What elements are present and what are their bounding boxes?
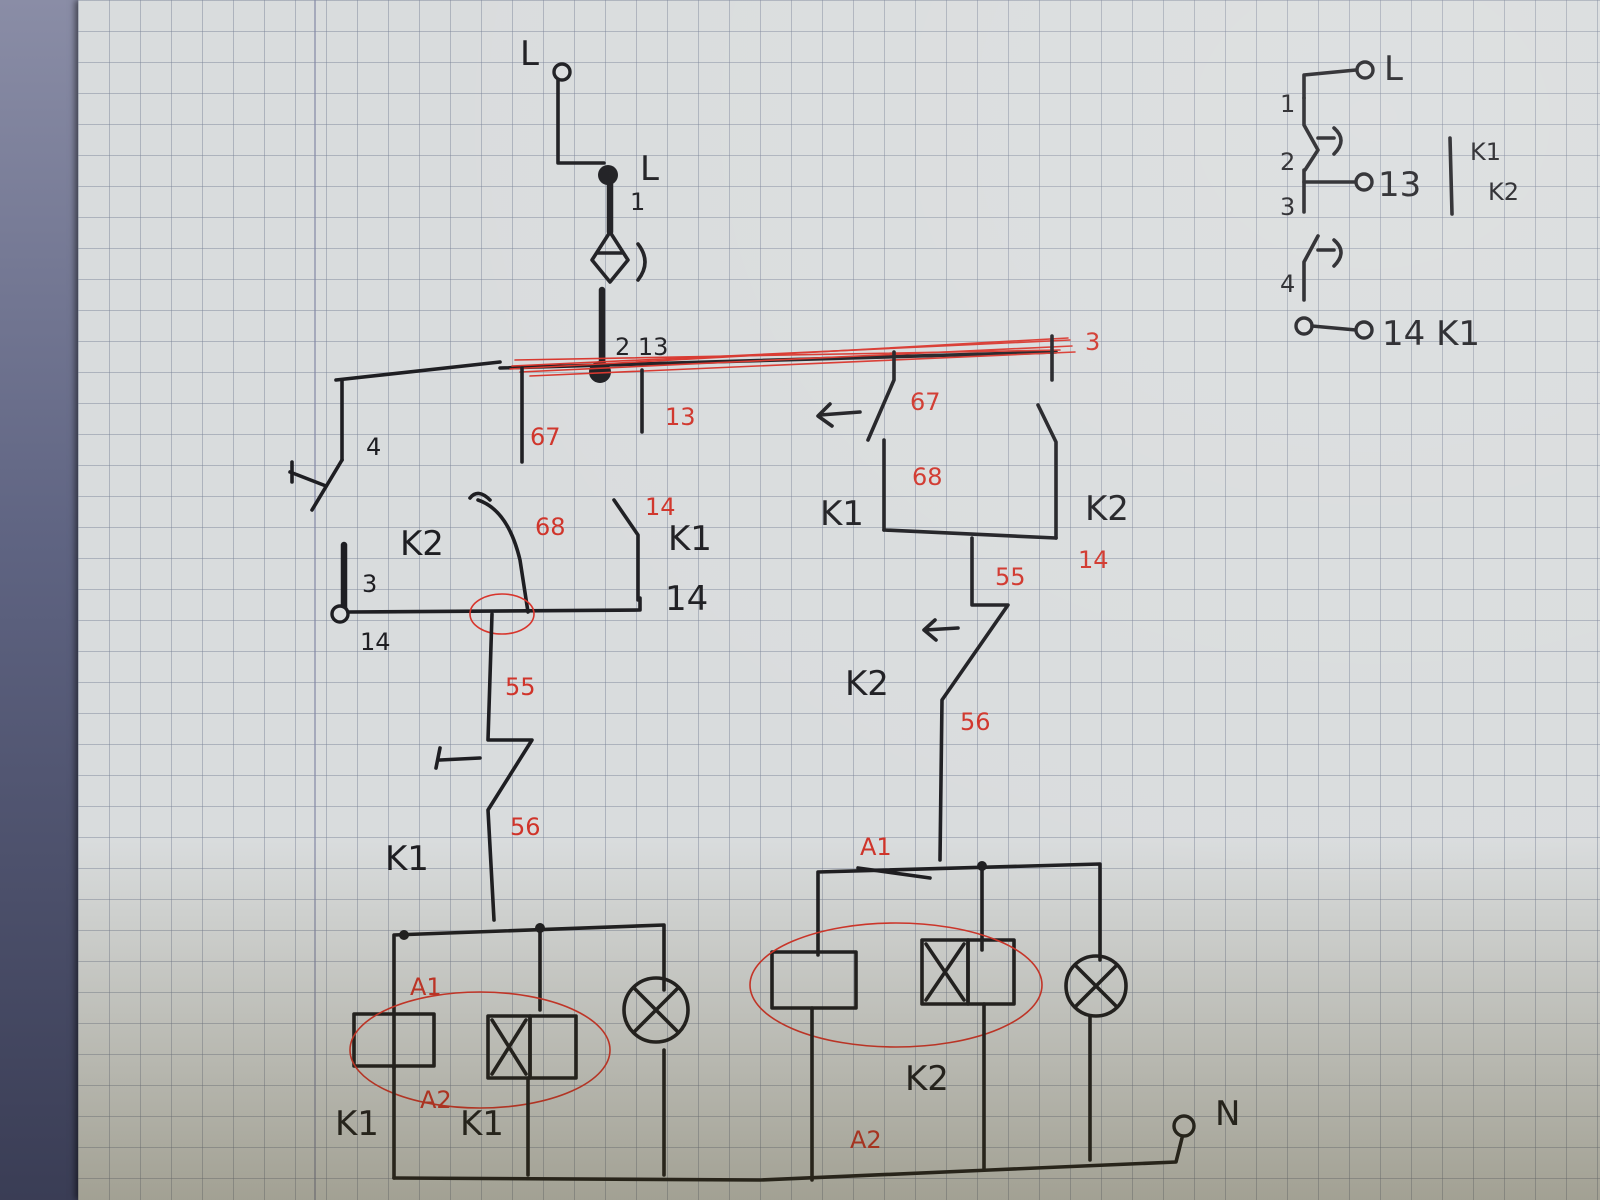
right-contacts: 67 68 K1 K2 14 — [816, 350, 1129, 574]
right-coils-highlight — [749, 922, 1043, 1048]
label-a2-right: A2 — [850, 1126, 882, 1154]
label-56-left: 56 — [510, 813, 541, 841]
inset-label-L: L — [1384, 49, 1403, 89]
supply-line: L L 1 2 13 — [520, 34, 668, 383]
label-67-left: 67 — [530, 423, 561, 451]
k1-nc-contact-right — [866, 350, 896, 442]
label-67-right: 67 — [910, 388, 941, 416]
label-68-right: 68 — [912, 463, 943, 491]
inset-label-4: 4 — [1280, 270, 1295, 298]
label-L-top: L — [520, 34, 539, 74]
label-fuse-1: 1 — [630, 188, 645, 216]
lamp-left — [622, 976, 690, 1044]
k2-coil-right — [770, 950, 858, 1010]
left-k1-55-56: 55 56 K1 — [385, 612, 541, 922]
label-55-left: 55 — [505, 673, 536, 701]
k2-no-contact-right — [1036, 403, 1058, 540]
label-56-right: 56 — [960, 708, 991, 736]
label-k2-right-nc: K2 — [845, 664, 889, 704]
label-14-left: 14 — [360, 628, 391, 656]
label-k1-coil-b: K1 — [460, 1104, 504, 1144]
terminal-14-left — [330, 604, 350, 624]
label-14-left-black: 14 — [665, 579, 708, 619]
neutral-line: N — [392, 1094, 1240, 1182]
label-L-fuse: L — [640, 149, 659, 189]
label-a1-right: A1 — [860, 833, 892, 861]
label-68-left: 68 — [535, 513, 566, 541]
terminal-N — [1172, 1114, 1196, 1138]
inset-label-13: 13 — [1378, 165, 1421, 205]
label-fuse-2-13: 2 13 — [615, 333, 668, 361]
label-a1-left: A1 — [410, 973, 442, 1001]
fuse-symbol — [590, 230, 630, 284]
label-k2-right-contact: K2 — [1085, 489, 1129, 529]
start-pushbutton-left: 4 3 14 — [288, 378, 391, 656]
label-bus-3: 3 — [1085, 328, 1100, 356]
k2-nc-contact-left — [476, 498, 530, 614]
inset-label-3: 3 — [1280, 193, 1295, 221]
label-k2-left: K2 — [400, 524, 444, 564]
label-k1-left: K1 — [385, 839, 429, 879]
label-N: N — [1215, 1094, 1240, 1134]
inset-pushbutton-sketch: L 1 2 13 K1 K2 3 4 14 K1 — [1280, 49, 1519, 354]
inset-label-k1: K1 — [1470, 138, 1501, 166]
k1-no-contact-left — [612, 498, 640, 602]
inset-label-14k1: 14 K1 — [1382, 314, 1480, 354]
left-coils-highlight — [349, 991, 611, 1109]
terminal-L-top — [552, 62, 572, 82]
lamp-right — [1064, 954, 1128, 1018]
main-bus: 3 — [334, 328, 1100, 382]
label-sw-3: 3 — [362, 570, 377, 598]
right-loads: A1 K2 A2 — [749, 833, 1128, 1182]
label-13-left: 13 — [665, 403, 696, 431]
inset-label-1: 1 — [1280, 90, 1295, 118]
inset-label-k2: K2 — [1488, 178, 1519, 206]
right-k2-55-56: 55 K2 56 — [845, 536, 1026, 862]
label-k1-left-contact: K1 — [668, 519, 712, 559]
label-sw-4: 4 — [366, 433, 381, 461]
left-interlock-contacts: 67 13 K2 68 14 K1 14 — [346, 366, 712, 635]
junction-highlight — [469, 593, 535, 635]
left-loads: A1 A2 K1 K1 — [335, 923, 690, 1180]
graph-paper — [78, 0, 1600, 1200]
inset-label-2: 2 — [1280, 148, 1295, 176]
label-14-right: 14 — [1078, 546, 1109, 574]
label-55-right: 55 — [995, 563, 1026, 591]
paper-margin-line — [314, 0, 316, 1200]
label-k1-right: K1 — [820, 494, 864, 534]
label-a2-left: A2 — [420, 1086, 452, 1114]
label-k1-coil-a: K1 — [335, 1104, 379, 1144]
label-k2-coil: K2 — [905, 1059, 949, 1099]
label-14-left-red: 14 — [645, 493, 676, 521]
